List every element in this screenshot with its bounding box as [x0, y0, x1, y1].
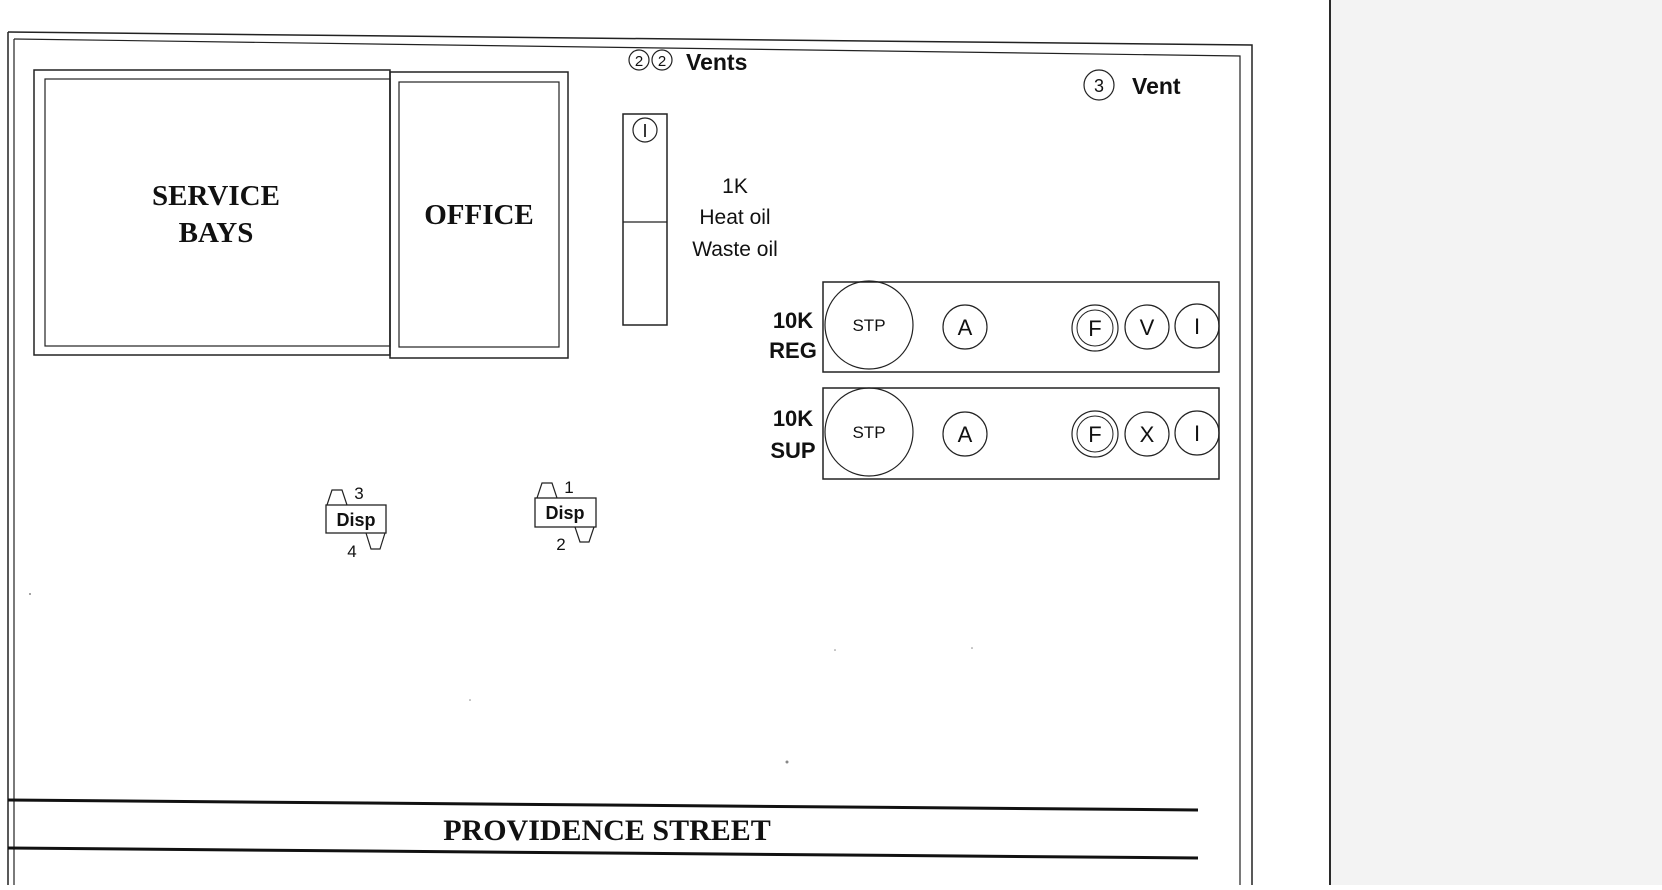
fill-port-inner-icon: [1076, 415, 1114, 453]
port-v-icon: [1124, 304, 1170, 350]
dispenser-3-4: 3 Disp 4: [325, 484, 387, 561]
port-i-icon: [1174, 410, 1220, 456]
fill-port-outer-icon: [1071, 304, 1119, 352]
fill-port-inner-icon: [1076, 309, 1114, 347]
site-plan-diagram: SERVICE BAYS OFFICE 2 2 Vents 3 Vent I 1…: [7, 31, 1253, 885]
property-boundary: [7, 31, 1253, 885]
dispenser-1-2: 1 Disp 2: [534, 478, 597, 554]
vent-marker-icon: [651, 49, 673, 71]
port-a-icon: [942, 411, 988, 457]
port-a-label: A: [958, 315, 973, 340]
vent-label: Vent: [1132, 73, 1181, 99]
service-bays-label-line2: BAYS: [179, 217, 254, 249]
port-i-icon: [1174, 303, 1220, 349]
service-bays-building: SERVICE BAYS: [33, 69, 391, 356]
stp-pump-icon: [824, 387, 914, 477]
vent-right-group: 3 Vent: [1083, 69, 1181, 101]
port-f-label: F: [1088, 422, 1101, 447]
vent-marker-number: 2: [635, 53, 643, 70]
port-a-icon: [942, 304, 988, 350]
office-label: OFFICE: [424, 199, 534, 231]
scan-specks: [29, 593, 973, 764]
dispenser-label: Disp: [545, 503, 584, 523]
dispenser-label: Disp: [336, 510, 375, 530]
dispenser-top-number: 1: [564, 478, 573, 497]
port-a-label: A: [958, 422, 973, 447]
vent-marker-icon: [1083, 69, 1115, 101]
stp-pump-label: STP: [852, 423, 885, 442]
vent-marker-number: 2: [658, 53, 666, 70]
small-tank-capacity: 1K: [722, 175, 748, 198]
street-name: PROVIDENCE STREET: [443, 814, 771, 847]
port-v-label: V: [1140, 315, 1155, 340]
dispenser-top-number: 3: [354, 484, 363, 503]
dispenser-bottom-number: 4: [347, 542, 356, 561]
port-x-icon: [1124, 411, 1170, 457]
nozzle-icon: [326, 489, 348, 506]
tank-grade-label: REG: [769, 338, 817, 363]
vents-top-group: 2 2 Vents: [628, 49, 747, 75]
port-i-label: I: [1194, 314, 1200, 339]
right-gray-margin: [1329, 0, 1662, 885]
port-i-label: I: [1194, 421, 1200, 446]
stp-pump-icon: [824, 280, 914, 370]
site-plan-sheet: SERVICE BAYS OFFICE 2 2 Vents 3 Vent I 1…: [7, 31, 1253, 885]
nozzle-icon: [365, 532, 386, 550]
port-x-label: X: [1140, 422, 1155, 447]
vent-marker-number: 3: [1094, 76, 1104, 96]
vents-label: Vents: [686, 49, 747, 75]
nozzle-icon: [536, 482, 558, 499]
tank-capacity-label: 10K: [773, 308, 813, 333]
small-tank-1k: I 1K Heat oil Waste oil: [622, 113, 778, 326]
dispenser-bottom-number: 2: [556, 535, 565, 554]
street: PROVIDENCE STREET: [7, 798, 1199, 860]
office-building: OFFICE: [389, 71, 569, 359]
tank-capacity-label: 10K: [773, 406, 813, 431]
fill-port-label: I: [642, 121, 647, 141]
service-bays-label-line1: SERVICE: [152, 180, 280, 212]
small-tank-waste-oil: Waste oil: [692, 238, 778, 261]
port-f-label: F: [1088, 316, 1101, 341]
nozzle-icon: [574, 526, 595, 543]
vent-marker-icon: [628, 49, 650, 71]
fill-port-icon: [632, 117, 658, 143]
fill-port-outer-icon: [1071, 410, 1119, 458]
tank-10k-sup: 10K SUP STP A F X I: [770, 387, 1220, 480]
small-tank-heat-oil: Heat oil: [699, 206, 770, 229]
stp-pump-label: STP: [852, 316, 885, 335]
tank-10k-reg: 10K REG STP A F V I: [769, 280, 1220, 373]
tank-grade-label: SUP: [770, 438, 815, 463]
